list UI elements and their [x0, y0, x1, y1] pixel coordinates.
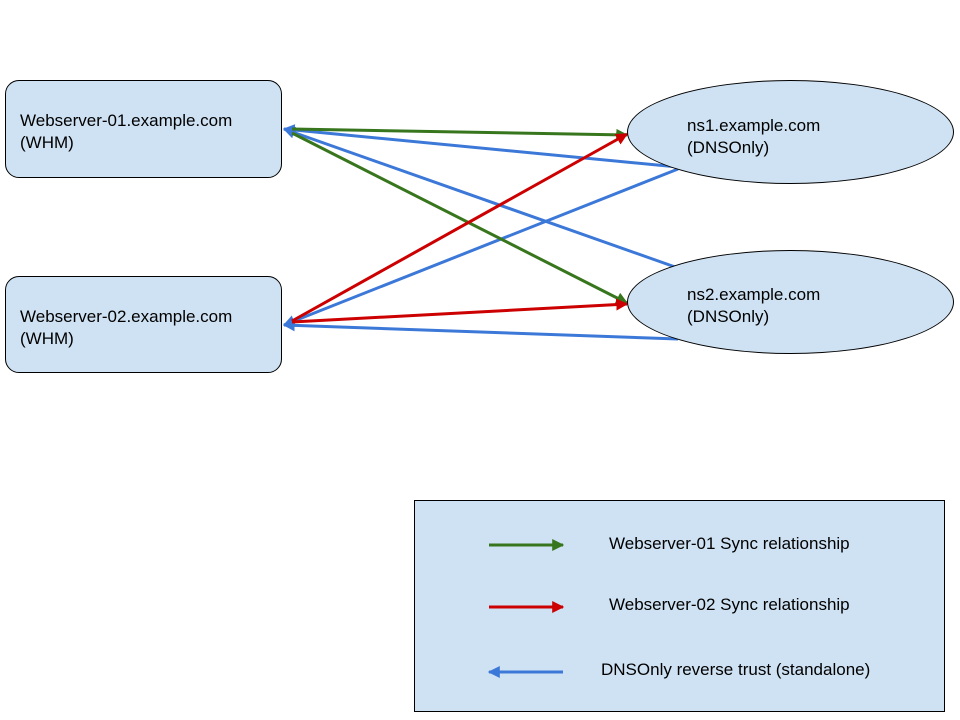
arrow-webserver02-to-ns1 [291, 132, 629, 323]
webserver01-name: Webserver-01.example.com [20, 111, 233, 130]
arrow-ns1-to-webserver01 [282, 124, 679, 169]
webserver02-role: (WHM) [20, 329, 74, 348]
webserver01-role: (WHM) [20, 133, 74, 152]
arrow-webserver02-to-ns2 [291, 298, 629, 324]
ns2-label: ns2.example.com (DNSOnly) [687, 284, 820, 328]
webserver01-label: Webserver-01.example.com (WHM) [20, 110, 232, 154]
arrow-webserver01-to-ns2 [291, 131, 629, 305]
arrow-ns2-to-webserver02 [282, 319, 679, 341]
webserver02-name: Webserver-02.example.com [20, 307, 233, 326]
arrow-ns2-to-webserver01 [282, 126, 679, 270]
ns2-role: (DNSOnly) [687, 307, 770, 326]
ns1-name: ns1.example.com [687, 116, 821, 135]
legend-arrows [487, 539, 565, 678]
legend-label-dnsonly-reverse-trust: DNSOnly reverse trust (standalone) [601, 660, 871, 679]
legend: Webserver-01 Sync relationship Webserver… [414, 500, 945, 712]
ns2-name: ns2.example.com [687, 285, 821, 304]
arrow-webserver01-to-ns1 [291, 127, 629, 141]
webserver01-node: Webserver-01.example.com (WHM) [5, 80, 282, 178]
ns2-node: ns2.example.com (DNSOnly) [627, 250, 954, 354]
webserver02-node: Webserver-02.example.com (WHM) [5, 276, 282, 373]
ns1-role: (DNSOnly) [687, 138, 770, 157]
legend-label-webserver02-sync: Webserver-02 Sync relationship [609, 595, 850, 614]
webserver02-label: Webserver-02.example.com (WHM) [20, 306, 232, 350]
ns1-node: ns1.example.com (DNSOnly) [627, 80, 954, 184]
arrow-ns1-to-webserver02 [282, 167, 679, 327]
ns1-label: ns1.example.com (DNSOnly) [687, 115, 820, 159]
legend-label-webserver01-sync: Webserver-01 Sync relationship [609, 534, 850, 553]
